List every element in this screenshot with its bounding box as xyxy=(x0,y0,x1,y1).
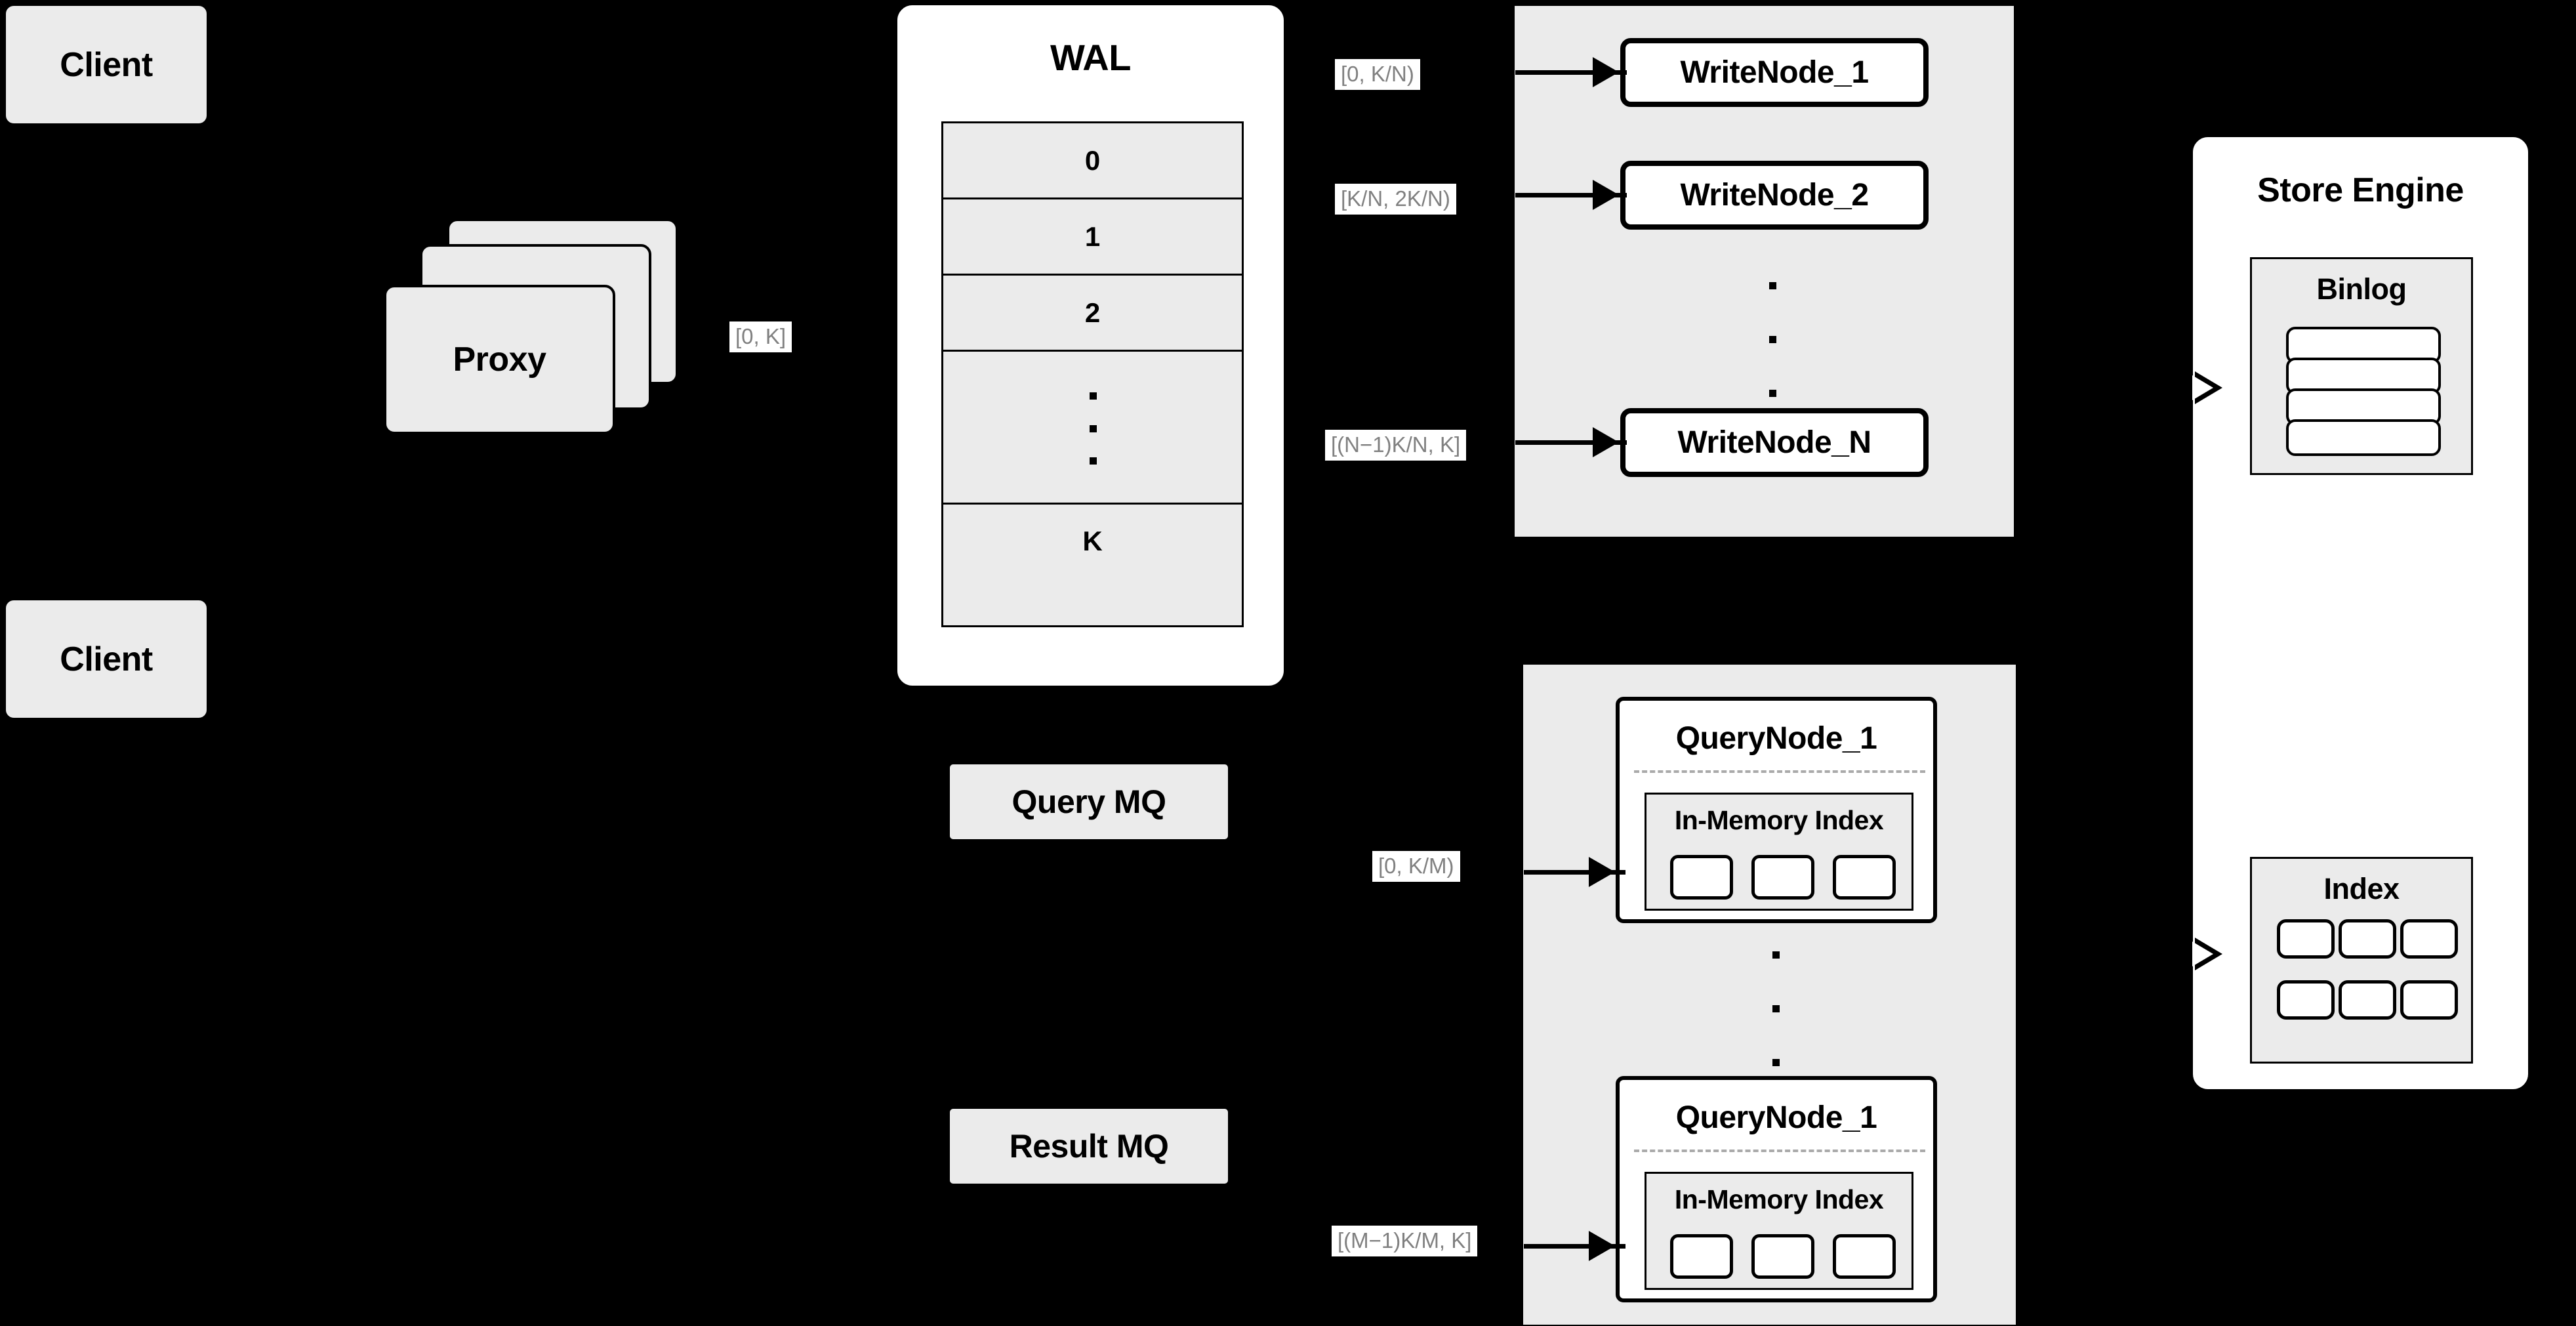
query-node-1-range-label: [0, K/M) xyxy=(1372,851,1460,882)
memory-index-cell xyxy=(1670,855,1733,900)
write-node-n-range-label: [(N−1)K/N, K] xyxy=(1325,430,1467,461)
query-node-1-arrow-head xyxy=(1589,857,1615,887)
query-node-1[interactable]: QueryNode_1 In-Memory Index xyxy=(1616,697,1937,923)
store-engine-title: Store Engine xyxy=(2257,171,2464,209)
proxy-card-front[interactable]: Proxy xyxy=(384,285,615,434)
wal-row-k: K xyxy=(1082,526,1103,556)
proxy-range-label: [0, K] xyxy=(729,321,792,352)
index-cell xyxy=(2277,919,2335,959)
write-node-1-label: WriteNode_1 xyxy=(1680,55,1869,90)
index-title: Index xyxy=(2323,872,2400,905)
client-box-1[interactable]: Client xyxy=(5,5,208,125)
client-label-1: Client xyxy=(60,45,153,84)
query-node-m-arrow-head xyxy=(1589,1231,1615,1261)
wal-row-1: 1 xyxy=(943,199,1242,276)
query-node-1-arrow-line xyxy=(1524,870,1625,875)
write-node-n[interactable]: WriteNode_N xyxy=(1620,408,1929,477)
write-node-1[interactable]: WriteNode_1 xyxy=(1620,38,1929,107)
proxy-label: Proxy xyxy=(453,341,546,379)
write-node-2[interactable]: WriteNode_2 xyxy=(1620,161,1929,230)
binlog-row xyxy=(2286,388,2441,425)
index-cell xyxy=(2400,919,2458,959)
query-node-m-arrow-line xyxy=(1524,1244,1625,1249)
memory-index-cell xyxy=(1833,855,1896,900)
query-node-m-label: QueryNode_1 xyxy=(1675,1100,1877,1135)
index-cell xyxy=(2400,980,2458,1020)
client-label-2: Client xyxy=(60,640,153,678)
query-node-1-memory-index-title: In-Memory Index xyxy=(1674,805,1884,835)
query-node-ellipsis-dots xyxy=(1772,951,1780,1066)
wal-row-ellipsis xyxy=(943,352,1242,505)
write-node-2-arrow-line xyxy=(1515,193,1627,197)
wal-row-0: 0 xyxy=(943,123,1242,199)
write-node-1-arrow-head xyxy=(1593,57,1619,87)
query-node-1-separator xyxy=(1634,770,1925,773)
binlog-title: Binlog xyxy=(2316,272,2407,306)
write-node-1-range-label: [0, K/N) xyxy=(1335,59,1420,90)
memory-index-cell xyxy=(1751,855,1814,900)
memory-index-cell xyxy=(1751,1234,1814,1279)
wal-ellipsis-dots xyxy=(1089,392,1097,465)
query-node-m-range-label: [(M−1)K/M, K] xyxy=(1332,1226,1478,1256)
write-node-n-label: WriteNode_N xyxy=(1677,425,1872,460)
query-node-m-separator xyxy=(1634,1150,1925,1152)
query-node-m-memory-index-title: In-Memory Index xyxy=(1674,1184,1884,1214)
binlog-row xyxy=(2286,419,2441,456)
write-node-n-arrow-line xyxy=(1515,440,1627,445)
memory-index-cell xyxy=(1833,1234,1896,1279)
index-arrow-head xyxy=(2192,938,2222,970)
write-node-n-arrow-head xyxy=(1593,427,1619,457)
query-node-m-memory-index: In-Memory Index xyxy=(1645,1172,1913,1290)
wal-table: 0 1 2 K xyxy=(941,121,1244,627)
write-node-1-arrow-line xyxy=(1515,70,1627,75)
result-mq-label: Result MQ xyxy=(1009,1128,1169,1165)
write-node-2-label: WriteNode_2 xyxy=(1680,178,1869,213)
index-cell xyxy=(2277,980,2335,1020)
client-box-2[interactable]: Client xyxy=(5,599,208,719)
index-cell xyxy=(2339,919,2396,959)
query-mq-label: Query MQ xyxy=(1012,783,1166,820)
wal-row-2: 2 xyxy=(943,276,1242,352)
binlog-row xyxy=(2286,327,2441,363)
query-node-1-label: QueryNode_1 xyxy=(1675,721,1877,756)
query-mq-box[interactable]: Query MQ xyxy=(948,762,1230,841)
query-node-m[interactable]: QueryNode_1 In-Memory Index xyxy=(1616,1076,1937,1302)
write-node-2-range-label: [K/N, 2K/N) xyxy=(1335,184,1456,215)
memory-index-cell xyxy=(1670,1234,1733,1279)
query-node-1-memory-index: In-Memory Index xyxy=(1645,793,1913,911)
result-mq-box[interactable]: Result MQ xyxy=(948,1107,1230,1186)
index-cell xyxy=(2339,980,2396,1020)
binlog-arrow-head xyxy=(2192,371,2222,404)
binlog-box: Binlog xyxy=(2250,257,2473,475)
wal-title: WAL xyxy=(1050,37,1131,78)
index-box: Index xyxy=(2250,857,2473,1064)
write-node-ellipsis-dots xyxy=(1769,282,1776,397)
write-node-2-arrow-head xyxy=(1593,180,1619,210)
